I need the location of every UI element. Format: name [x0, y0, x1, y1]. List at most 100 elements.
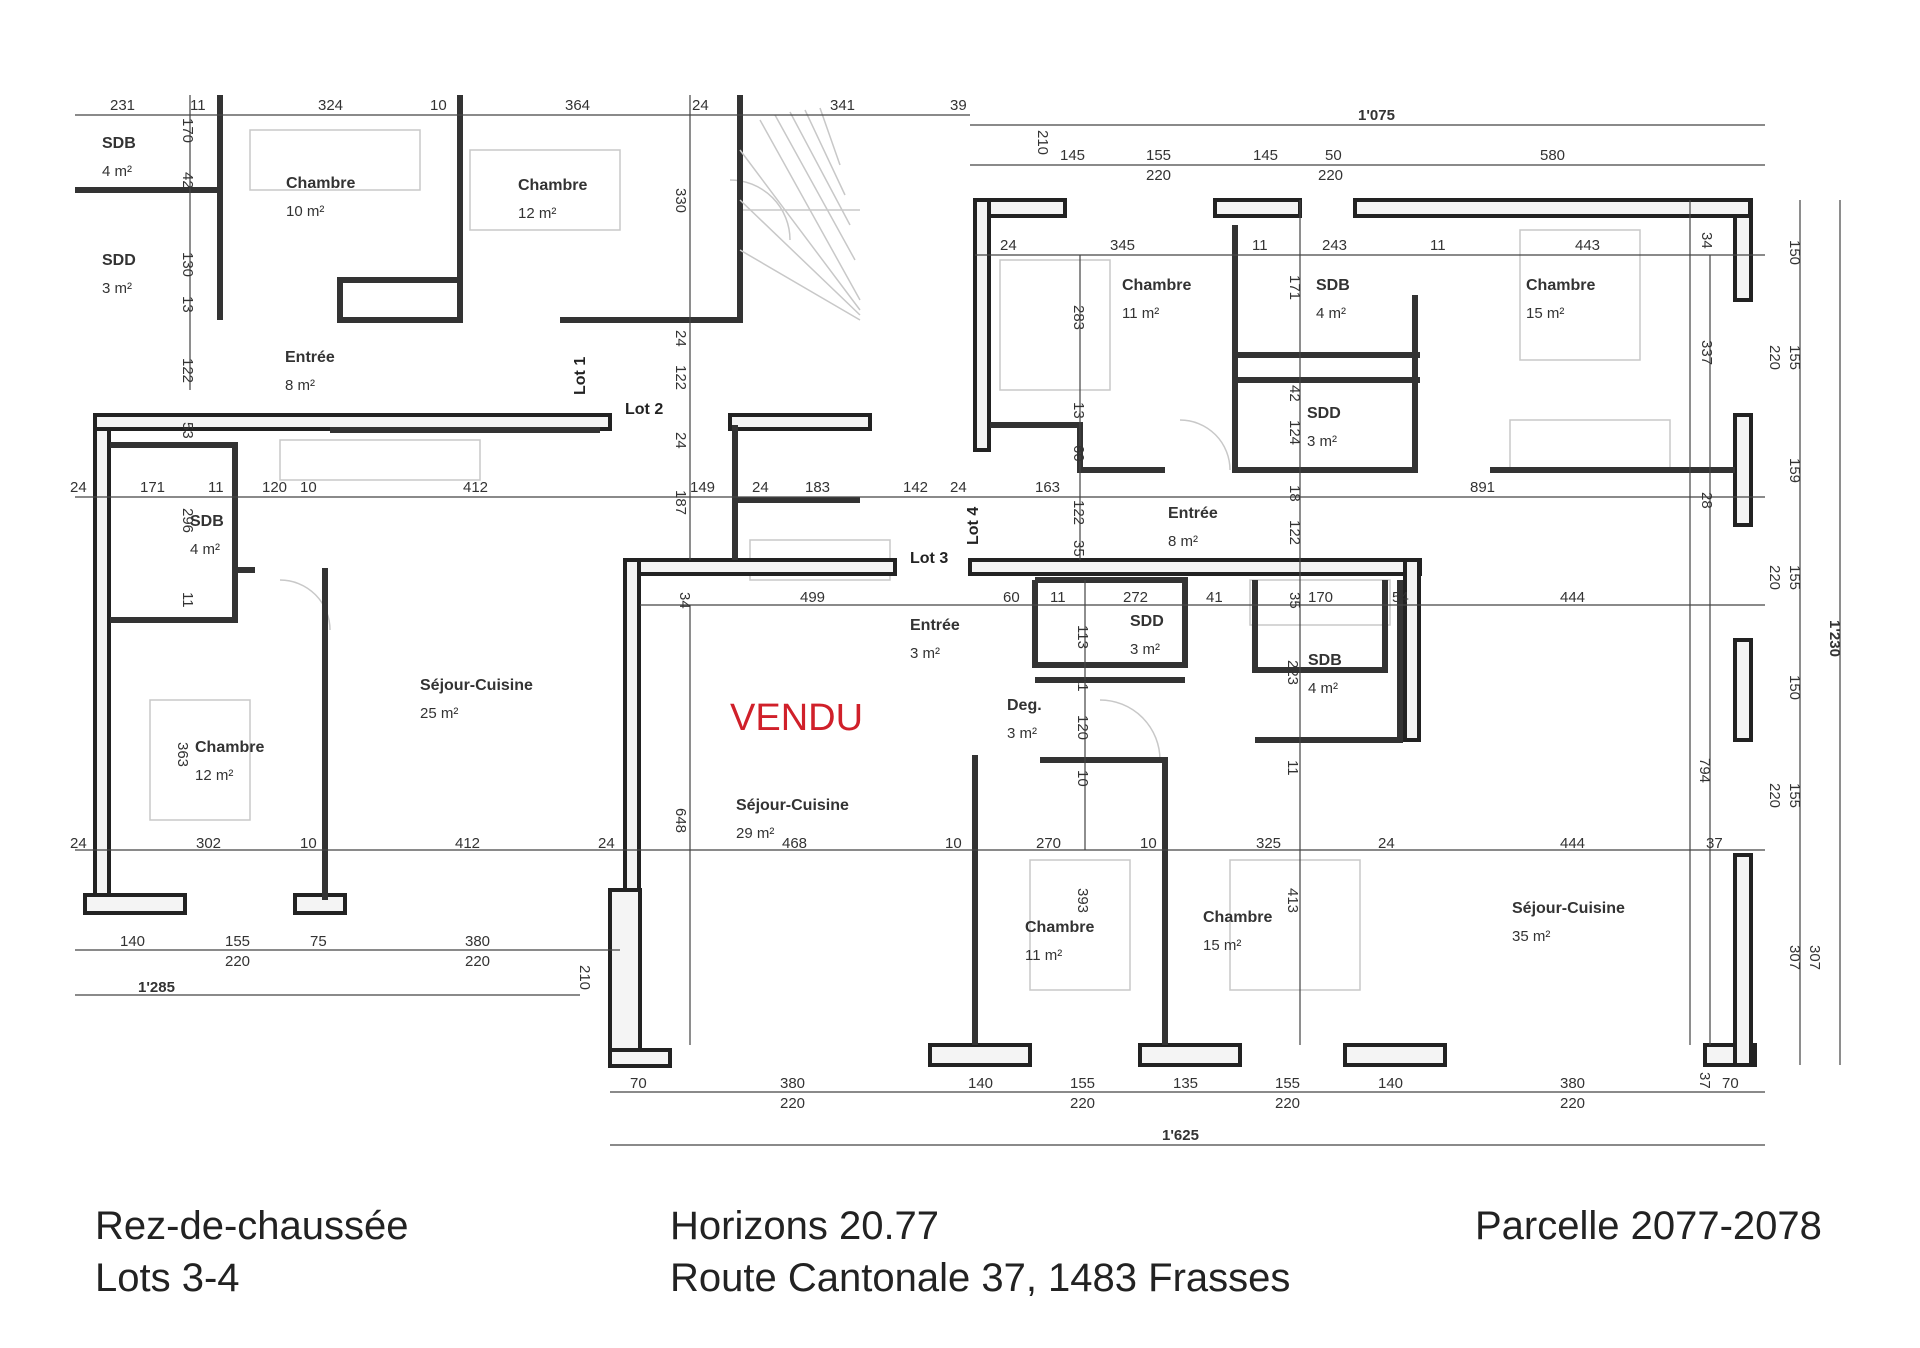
dimension-label: 468 [782, 835, 807, 852]
dimension-label: 272 [1123, 589, 1148, 606]
dimension-label: 70 [630, 1075, 647, 1092]
room-area: 4 m² [1316, 305, 1346, 322]
room-labels: SDB 4 m² SDD 3 m² Chambre 10 m² Chambre … [102, 135, 1625, 964]
dimension-label: 149 [690, 479, 715, 496]
dimension-label: 13 [1070, 402, 1087, 419]
dimension-label: 11 [1050, 589, 1066, 606]
room-name: Entrée [285, 349, 335, 366]
dimension-label: 35 [1286, 592, 1303, 609]
room-area: 4 m² [102, 163, 132, 180]
dimension-label: 341 [830, 97, 855, 114]
lot-1-label: Lot 1 [572, 357, 589, 395]
room-name: Séjour-Cuisine [736, 797, 849, 814]
room-area: 25 m² [420, 705, 458, 722]
dimension-label: 122 [1286, 520, 1303, 545]
dimension-lines [75, 95, 1841, 1146]
project-address: Route Cantonale 37, 1483 Frasses [670, 1256, 1291, 1300]
dimension-label: 330 [672, 188, 689, 213]
dimension-label: 187 [672, 490, 689, 515]
dimension-label: 412 [463, 479, 488, 496]
dimension-label: 307 [1786, 945, 1803, 970]
dimension-label: 39 [950, 97, 967, 114]
room-area: 29 m² [736, 825, 774, 842]
dimension-total: 1'625 [1162, 1127, 1199, 1144]
dimension-label: 41 [1206, 589, 1223, 606]
room-area: 4 m² [1308, 680, 1338, 697]
dimension-label: 155 [1275, 1075, 1300, 1092]
dimension-label: 444 [1560, 835, 1585, 852]
dimension-label: 11 [1074, 676, 1091, 692]
dimension-label: 24 [70, 479, 87, 496]
room-area: 12 m² [195, 767, 233, 784]
dimension-label: 444 [1560, 589, 1585, 606]
dimension-label: 34 [676, 592, 693, 609]
dimension-label: 53 [179, 422, 196, 439]
dimension-label: 337 [1698, 340, 1715, 365]
room-area: 35 m² [1512, 928, 1550, 945]
dimension-label: 24 [950, 479, 967, 496]
dimension-label: 443 [1575, 237, 1600, 254]
dimension-label: 18 [1286, 485, 1303, 502]
dimension-label: 220 [1766, 345, 1783, 370]
dimension-label: 120 [1074, 715, 1091, 740]
room-area: 15 m² [1526, 305, 1564, 322]
room-name: SDB [1316, 277, 1350, 294]
dimension-label: 150 [1786, 240, 1803, 265]
room-name: Chambre [1122, 277, 1191, 294]
dimension-label: 155 [1146, 147, 1171, 164]
dimension-labels: 231 11 324 10 364 24 341 39 170 42 130 1… [70, 97, 1843, 1144]
dimension-label: 163 [1035, 479, 1060, 496]
lot-2-label: Lot 2 [625, 401, 663, 418]
dimension-label: 150 [1786, 675, 1803, 700]
floor-plan: SDB 4 m² SDD 3 m² Chambre 10 m² Chambre … [70, 95, 1843, 1146]
room-name: SDD [1130, 613, 1164, 630]
dimension-label: 10 [300, 835, 317, 852]
room-name: SDB [1308, 652, 1342, 669]
dimension-label: 70 [1722, 1075, 1739, 1092]
room-name: Entrée [910, 617, 960, 634]
dimension-label: 220 [1766, 783, 1783, 808]
dimension-label: 380 [465, 933, 490, 950]
dimension-label: 170 [179, 118, 196, 143]
dimension-label: 10 [1074, 770, 1091, 787]
dimension-label: 155 [1786, 345, 1803, 370]
interior-walls [75, 95, 1735, 1045]
dimension-label: 122 [672, 365, 689, 390]
sold-stamp: VENDU [730, 697, 863, 739]
dimension-label: 155 [1070, 1075, 1095, 1092]
room-area: 8 m² [1168, 533, 1198, 550]
dimension-label: 60 [1070, 445, 1087, 462]
room-area: 3 m² [102, 280, 132, 297]
room-name: SDB [102, 135, 136, 152]
dimension-label: 220 [225, 953, 250, 970]
dimension-label: 380 [1560, 1075, 1585, 1092]
dimension-label: 28 [1698, 492, 1715, 509]
room-area: 10 m² [286, 203, 324, 220]
dimension-label: 140 [120, 933, 145, 950]
dimension-label: 10 [945, 835, 962, 852]
dimension-label: 54 [1392, 589, 1409, 606]
dimension-label: 302 [196, 835, 221, 852]
dimension-label: 34 [1698, 232, 1715, 249]
dimension-label: 11 [1252, 237, 1268, 254]
project-name: Horizons 20.77 [670, 1204, 940, 1248]
room-area: 4 m² [190, 541, 220, 558]
dimension-label: 11 [190, 97, 206, 114]
dimension-label: 243 [1322, 237, 1347, 254]
dimension-label: 171 [1286, 275, 1303, 300]
dimension-label: 231 [110, 97, 135, 114]
dimension-label: 223 [1284, 660, 1301, 685]
dimension-label: 220 [1318, 167, 1343, 184]
dimension-label: 35 [1070, 540, 1087, 557]
room-area: 11 m² [1025, 947, 1062, 964]
dimension-label: 37 [1696, 1072, 1713, 1089]
dimension-label: 11 [1284, 760, 1301, 776]
room-name: Chambre [1526, 277, 1595, 294]
room-name: Entrée [1168, 505, 1218, 522]
dimension-label: 10 [1140, 835, 1157, 852]
dimension-label: 11 [1430, 237, 1446, 254]
dimension-label: 296 [179, 508, 196, 533]
dimension-label: 170 [1308, 589, 1333, 606]
dimension-label: 183 [805, 479, 830, 496]
project-caption: Horizons 20.77 Route Cantonale 37, 1483 … [670, 1200, 1290, 1304]
